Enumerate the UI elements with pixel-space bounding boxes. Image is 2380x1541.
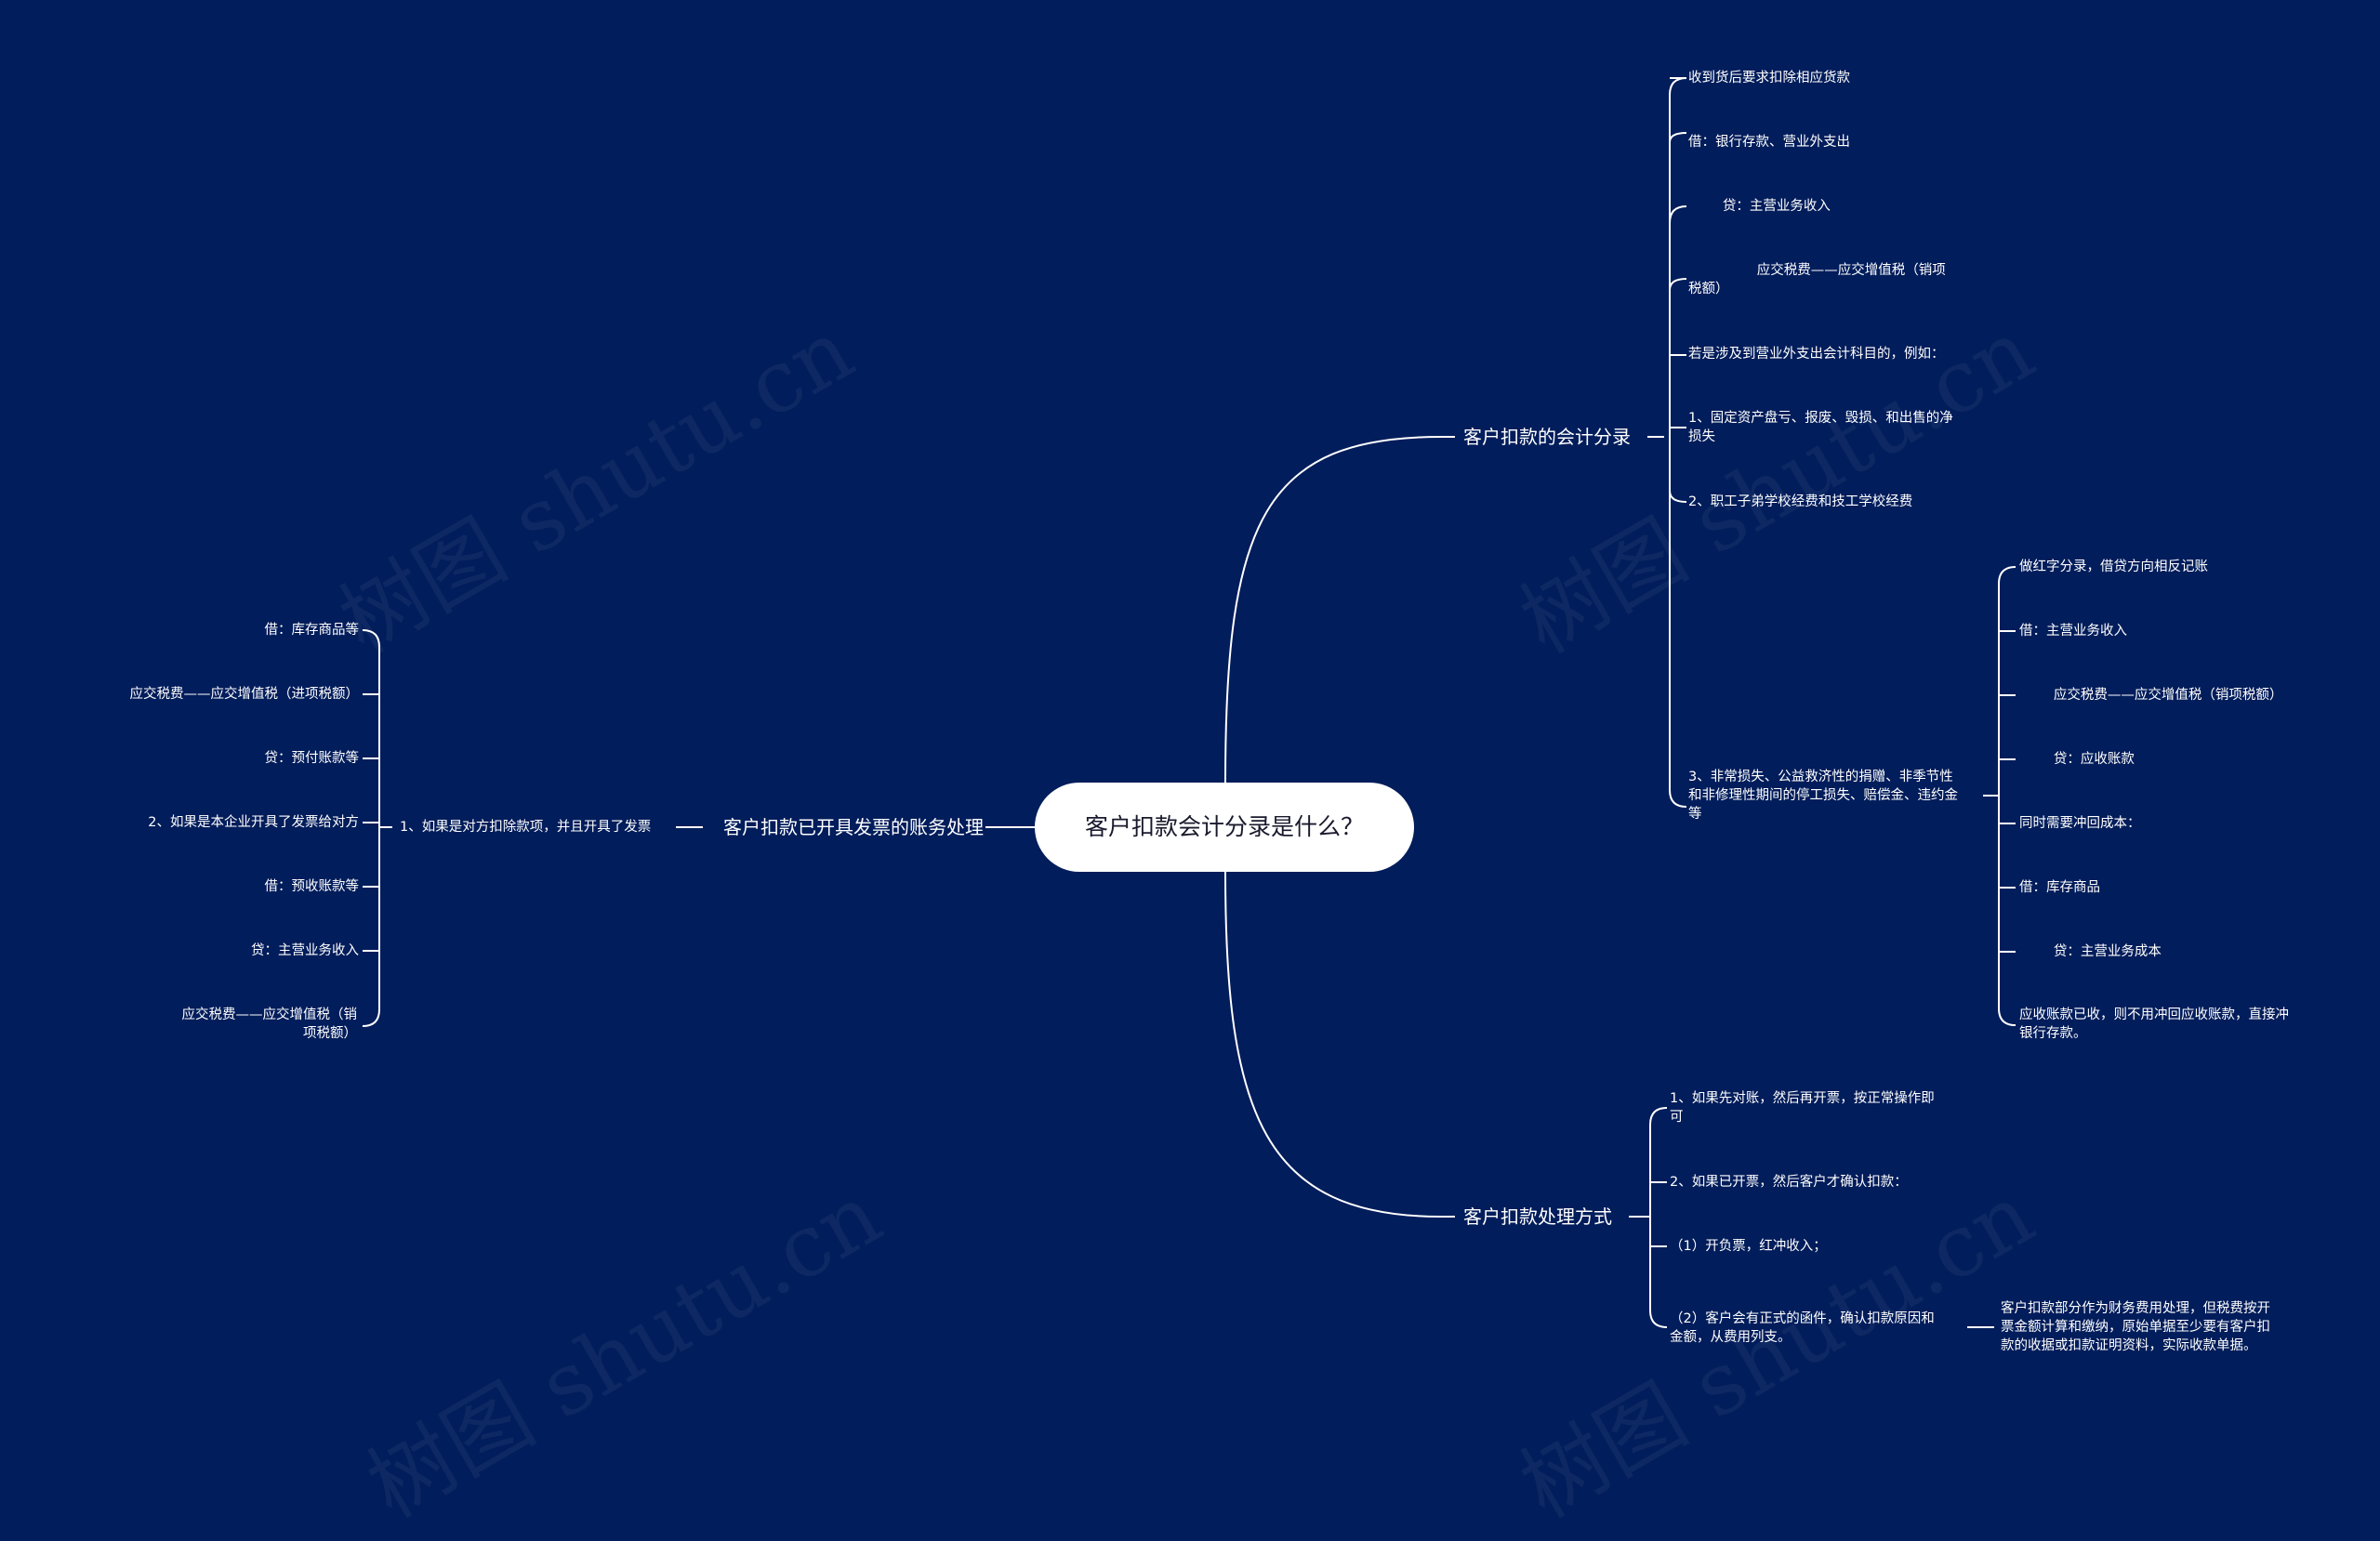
sub-item: 贷：应收账款 — [2019, 752, 2135, 767]
entries-item: 应交税费——应交增值税（销项 税额） — [1688, 263, 1946, 296]
handling-item: （1）开负票，红冲收入； — [1670, 1239, 1827, 1254]
sub-item: 贷：主营业务成本 — [2019, 944, 2162, 959]
handling-bracket — [1649, 1107, 1668, 1328]
invoice-item: 贷：主营业务收入 — [251, 943, 359, 958]
handling-item: （2）客户会有正式的函件，确认扣款原因和 金额，从费用列支。 — [1670, 1311, 1935, 1345]
branch-handling-label[interactable]: 客户扣款处理方式 — [1463, 1205, 1612, 1228]
handling-item: 2、如果已开票，然后客户才确认扣款： — [1670, 1175, 1908, 1190]
tick-e7 — [1669, 490, 1687, 503]
invoice-item: 借：库存商品等 — [264, 623, 360, 638]
entries-item: 1、固定资产盘亏、报废、毁损、和出售的净 损失 — [1688, 411, 1953, 444]
invoice-bracket — [362, 629, 380, 1027]
branch-entries-label[interactable]: 客户扣款的会计分录 — [1463, 426, 1631, 448]
connector-center-entries — [1224, 436, 1442, 784]
entries-item: 若是涉及到营业外支出会计科目的，例如： — [1688, 347, 1945, 362]
entries-item: 收到货后要求扣除相应货款 — [1688, 71, 1850, 86]
central-topic[interactable]: 客户扣款会计分录是什么？ — [1035, 783, 1414, 872]
sub-item: 借：库存商品 — [2019, 880, 2100, 895]
entries-item: 3、非常损失、公益救济性的捐赠、非季节性 和非修理性期间的停工损失、赔偿金、违约… — [1688, 770, 1958, 822]
connector-lines — [362, 77, 2016, 1328]
sub-item: 同时需要冲回成本： — [2019, 816, 2141, 831]
sub-bracket — [1998, 566, 2016, 1026]
connector-center-handling — [1224, 871, 1442, 1218]
invoice-item: 2、如果是本企业开具了发票给对方 — [148, 815, 359, 830]
invoice-item: 借：预收账款等 — [264, 879, 360, 894]
tick-e3 — [1669, 205, 1687, 224]
entries-item: 贷：主营业务收入 — [1688, 199, 1831, 214]
handling-item: 1、如果先对账，然后再开票，按正常操作即 可 — [1670, 1091, 1935, 1125]
entries-item: 借：银行存款、营业外支出 — [1688, 135, 1850, 150]
sub-item: 应收账款已收，则不用冲回应收账款，直接冲 银行存款。 — [2019, 1008, 2289, 1041]
tick-e2 — [1669, 132, 1687, 143]
sub-item: 做红字分录，借贷方向相反记账 — [2019, 560, 2208, 574]
central-topic-label: 客户扣款会计分录是什么？ — [1084, 813, 1364, 840]
invoice-mid-label: 1、如果是对方扣除款项，并且开具了发票 — [400, 820, 652, 835]
invoice-item: 应交税费——应交增值税（进项税额） — [129, 687, 360, 702]
sub-item: 应交税费——应交增值税（销项税额） — [2019, 688, 2283, 703]
entries-item: 2、职工子弟学校经费和技工学校经费 — [1688, 494, 1913, 509]
tick-e4 — [1669, 278, 1687, 291]
entries-bracket — [1669, 77, 1687, 808]
sub-item: 借：主营业务收入 — [2019, 624, 2127, 639]
branch-invoice-label[interactable]: 客户扣款已开具发票的账务处理 — [723, 816, 984, 838]
invoice-item: 贷：预付账款等 — [264, 751, 360, 766]
invoice-item: 应交税费——应交增值税（销 项税额） — [181, 1008, 358, 1041]
handling-note: 客户扣款部分作为财务费用处理，但税费按开 票金额计算和缴纳，原始单据至少要有客户… — [2001, 1301, 2270, 1353]
